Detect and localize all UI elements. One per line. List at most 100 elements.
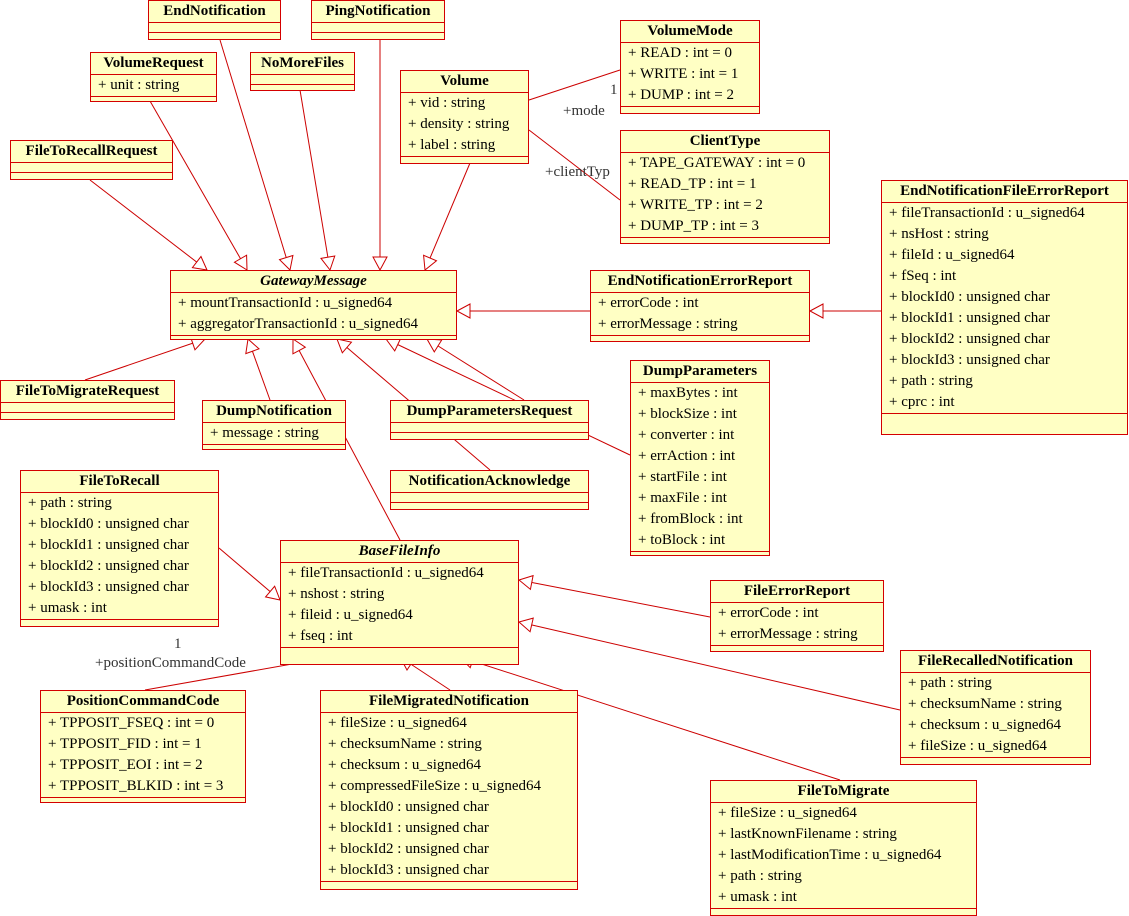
attributes-compartment	[312, 23, 444, 33]
class-file-to-recall[interactable]: FileToRecall+ path : string+ blockId0 : …	[20, 470, 219, 627]
class-name: Volume	[401, 71, 528, 93]
class-volume[interactable]: Volume+ vid : string+ density : string+ …	[400, 70, 529, 164]
attribute: + checksumName : string	[908, 696, 1062, 712]
class-name: NotificationAcknowledge	[391, 471, 588, 493]
attribute: + blockId0 : unsigned char	[28, 516, 189, 532]
class-volume-mode[interactable]: VolumeMode+ READ : int = 0+ WRITE : int …	[620, 20, 760, 114]
attributes-compartment	[1, 403, 174, 413]
class-name: PingNotification	[312, 1, 444, 23]
attributes-compartment	[391, 493, 588, 503]
association-line	[528, 129, 621, 201]
class-dump-parameters-request[interactable]: DumpParametersRequest	[390, 400, 589, 440]
generalization-line	[84, 338, 206, 381]
operations-compartment	[621, 107, 759, 113]
attribute: + errorCode : int	[718, 605, 819, 621]
attribute: + blockId0 : unsigned char	[889, 289, 1050, 305]
class-base-file-info[interactable]: BaseFileInfo+ fileTransactionId : u_sign…	[280, 540, 519, 665]
class-file-error-report[interactable]: FileErrorReport+ errorCode : int+ errorM…	[710, 580, 884, 652]
class-name: VolumeMode	[621, 21, 759, 43]
attribute: + TPPOSIT_FID : int = 1	[48, 736, 202, 752]
attribute: + blockId1 : unsigned char	[28, 537, 189, 553]
generalization-line	[89, 179, 208, 271]
class-file-recalled-notification[interactable]: FileRecalledNotification + path : string +…	[900, 650, 1091, 765]
attribute: + checksum : u_signed64	[328, 757, 482, 773]
multiplicity-label: 1	[610, 82, 618, 98]
attribute: + DUMP_TP : int = 3	[628, 218, 759, 234]
operations-compartment	[251, 85, 354, 90]
generalization-line	[149, 100, 248, 271]
class-end-notification[interactable]: EndNotification	[148, 0, 281, 40]
operations-compartment	[401, 157, 528, 163]
attribute: + blockId3 : unsigned char	[328, 862, 489, 878]
inheritance-arrowhead-icon	[426, 338, 443, 353]
attribute: + fileTransactionId : u_signed64	[889, 205, 1085, 221]
attribute: + fileid : u_signed64	[288, 607, 413, 623]
class-volume-request[interactable]: VolumeRequest+ unit : string	[90, 52, 217, 102]
class-name: EndNotification	[149, 1, 280, 23]
class-file-migrated-notification[interactable]: FileMigratedNotification+ fileSize : u_s…	[320, 690, 578, 890]
attribute: + density : string	[408, 116, 510, 132]
generalization-line	[424, 162, 471, 271]
attribute: + fileSize : u_signed64	[718, 805, 857, 821]
class-dump-notification[interactable]: DumpNotification+ message : string	[202, 400, 346, 450]
operations-compartment	[591, 336, 809, 341]
attribute: + startFile : int	[638, 469, 727, 485]
class-name: NoMoreFiles	[251, 53, 354, 75]
attribute: + checksum : u_signed64	[908, 717, 1062, 733]
attribute: + path : string	[908, 675, 992, 691]
attributes-compartment: + fileSize : u_signed64+ checksumName : …	[321, 713, 577, 882]
class-end-notification-file-error-report[interactable]: EndNotificationFileErrorReport+ fileTran…	[881, 180, 1128, 435]
class-name: FileToRecallRequest	[11, 141, 172, 163]
class-name: EndNotificationErrorReport	[591, 271, 809, 293]
class-client-type[interactable]: ClientType+ TAPE_GATEWAY : int = 0+ READ…	[620, 130, 830, 244]
attribute: + lastKnownFilename : string	[718, 826, 897, 842]
attributes-compartment	[391, 423, 588, 433]
attributes-compartment	[149, 23, 280, 33]
attribute: + umask : int	[28, 600, 107, 616]
association-role-label: +clientTyp	[545, 164, 610, 180]
attribute: + blockId2 : unsigned char	[889, 331, 1050, 347]
class-file-to-migrate-request[interactable]: FileToMigrateRequest	[0, 380, 175, 420]
inheritance-arrowhead-icon	[517, 617, 534, 633]
class-name: VolumeRequest	[91, 53, 216, 75]
class-no-more-files[interactable]: NoMoreFiles	[250, 52, 355, 91]
attribute: + lastModificationTime : u_signed64	[718, 847, 942, 863]
attribute: + fSeq : int	[889, 268, 957, 284]
class-notification-acknowledge[interactable]: NotificationAcknowledge	[390, 470, 589, 510]
class-name: DumpNotification	[203, 401, 345, 423]
operations-compartment	[171, 336, 456, 339]
attribute: + converter : int	[638, 427, 735, 443]
operations-compartment	[1, 413, 174, 419]
class-ping-notification[interactable]: PingNotification	[311, 0, 445, 40]
generalization-line	[219, 39, 291, 271]
class-name: GatewayMessage	[171, 271, 456, 293]
inheritance-arrowhead-icon	[517, 574, 534, 591]
attribute: + toBlock : int	[638, 532, 726, 548]
class-gateway-message[interactable]: GatewayMessage+ mountTransactionId : u_s…	[170, 270, 457, 340]
class-file-to-recall-request[interactable]: FileToRecallRequest	[10, 140, 173, 180]
class-dump-parameters[interactable]: DumpParameters+ maxBytes : int+ blockSiz…	[630, 360, 770, 556]
class-end-notification-error-report[interactable]: EndNotificationErrorReport+ errorCode : …	[590, 270, 810, 342]
class-file-to-migrate[interactable]: FileToMigrate + fileSize : u_signed64 + la…	[710, 780, 977, 916]
attribute: + blockId3 : unsigned char	[889, 352, 1050, 368]
class-name: FileRecalledNotification	[901, 651, 1090, 673]
attributes-compartment: + TPPOSIT_FSEQ : int = 0+ TPPOSIT_FID : …	[41, 713, 245, 798]
operations-compartment	[11, 173, 172, 179]
attributes-compartment: + maxBytes : int+ blockSize : int+ conve…	[631, 383, 769, 552]
association-role-label: +positionCommandCode	[95, 655, 246, 671]
class-name: FileToMigrate	[711, 781, 976, 803]
operations-compartment	[312, 33, 444, 39]
inheritance-arrowhead-icon	[336, 338, 353, 354]
inheritance-arrowhead-icon	[808, 303, 824, 319]
attribute: + label : string	[408, 137, 496, 153]
attribute: + nshost : string	[288, 586, 385, 602]
class-name: DumpParametersRequest	[391, 401, 588, 423]
generalization-line	[426, 338, 525, 401]
class-position-command-code[interactable]: PositionCommandCode+ TPPOSIT_FSEQ : int …	[40, 690, 246, 803]
operations-compartment	[391, 433, 588, 439]
multiplicity-label: 1	[174, 636, 182, 652]
attribute: + compressedFileSize : u_signed64	[328, 778, 542, 794]
class-name: ClientType	[621, 131, 829, 153]
generalization-line	[459, 656, 841, 781]
